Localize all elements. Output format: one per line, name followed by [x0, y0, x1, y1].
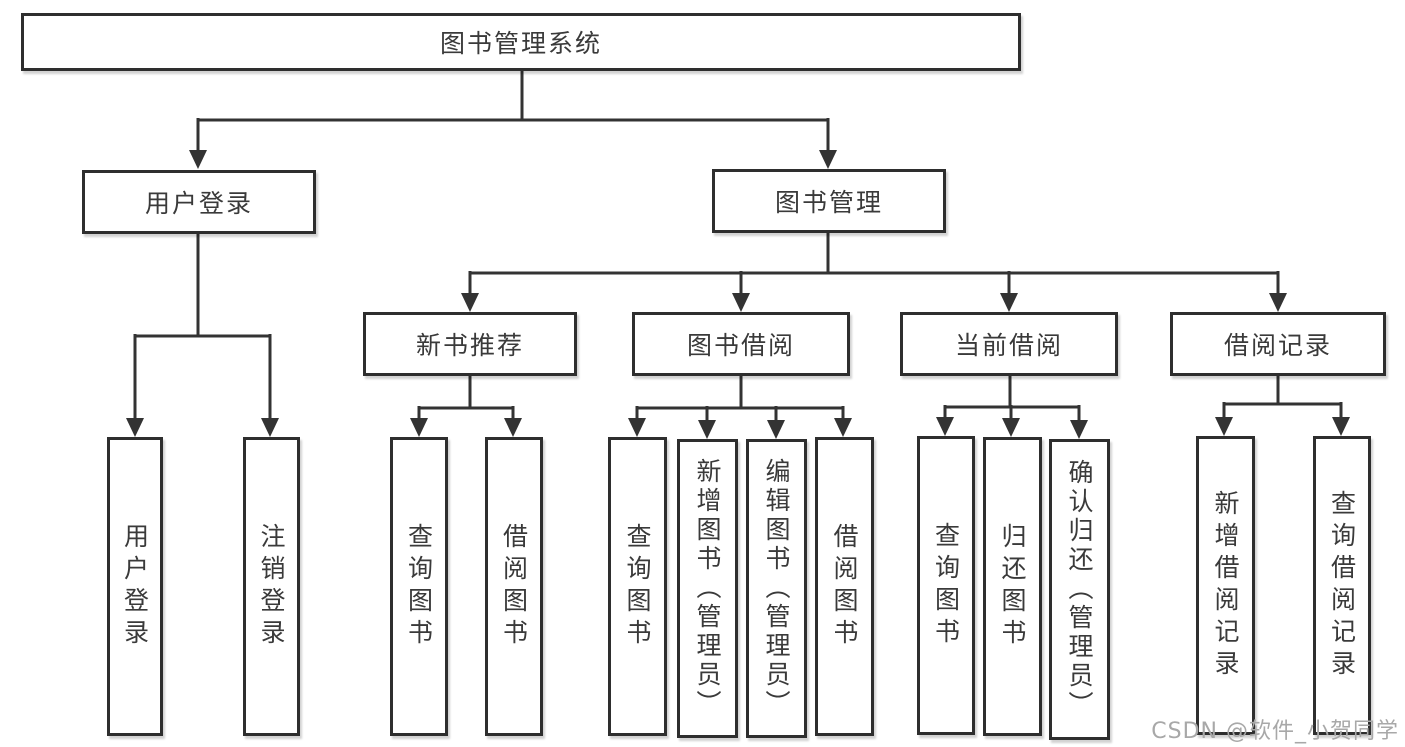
arrowhead — [504, 418, 522, 437]
node-label: 用户登录 — [120, 522, 150, 651]
node-label: 图书借阅 — [686, 331, 795, 360]
leaf-logout: 注销登录 — [243, 437, 300, 736]
node-label: 新增图书（管理员） — [693, 458, 722, 719]
node-label: 借阅记录 — [1223, 331, 1332, 360]
leaf-confirm-return-admin: 确认归还（管理员） — [1049, 439, 1110, 740]
leaf-edit-books-admin: 编辑图书（管理员） — [746, 439, 807, 738]
leaf-query-books-borrow: 查询图书 — [608, 437, 667, 736]
node-label: 图书管理 — [774, 188, 883, 217]
leaf-borrow-books-recommend: 借阅图书 — [485, 437, 543, 736]
leaf-add-borrow-record: 新增借阅记录 — [1196, 436, 1255, 735]
arrowhead — [126, 418, 144, 437]
leaf-return-books: 归还图书 — [983, 437, 1042, 736]
leaf-borrow-books: 借阅图书 — [815, 437, 874, 736]
arrowhead — [189, 150, 207, 169]
arrowhead — [1269, 293, 1287, 312]
node-label: 查询图书 — [404, 522, 434, 651]
node-label: 新书推荐 — [415, 331, 524, 360]
arrowhead — [698, 420, 716, 439]
node-label: 当前借阅 — [954, 331, 1063, 360]
arrowhead — [1070, 420, 1088, 439]
arrowhead — [461, 293, 479, 312]
node-book-management: 图书管理 — [712, 169, 946, 233]
arrowhead — [819, 150, 837, 169]
node-book-borrowing: 图书借阅 — [632, 312, 850, 376]
node-library-management-system: 图书管理系统 — [21, 13, 1021, 71]
leaf-query-books-current: 查询图书 — [917, 436, 975, 735]
node-label: 借阅图书 — [830, 522, 859, 651]
node-label: 查询借阅记录 — [1327, 489, 1357, 682]
arrowhead — [834, 418, 852, 437]
node-label: 查询图书 — [623, 522, 652, 651]
node-label: 查询图书 — [931, 521, 961, 650]
node-user-login: 用户登录 — [82, 170, 316, 234]
arrowhead — [261, 418, 279, 437]
leaf-add-books-admin: 新增图书（管理员） — [677, 439, 738, 738]
leaf-query-borrow-record: 查询借阅记录 — [1313, 436, 1371, 735]
arrowhead — [1000, 293, 1018, 312]
node-label: 注销登录 — [257, 522, 286, 651]
arrowhead — [767, 420, 785, 439]
node-borrowing-records: 借阅记录 — [1170, 312, 1386, 376]
node-label: 归还图书 — [998, 522, 1027, 651]
arrowhead — [936, 417, 954, 436]
arrowhead — [628, 418, 646, 437]
arrowhead — [410, 418, 428, 437]
node-label: 用户登录 — [144, 189, 253, 218]
node-current-borrowing: 当前借阅 — [900, 312, 1118, 376]
node-label: 借阅图书 — [499, 522, 529, 651]
arrowhead — [1002, 418, 1020, 437]
leaf-user-login: 用户登录 — [107, 437, 163, 736]
node-label: 编辑图书（管理员） — [762, 458, 791, 719]
csdn-watermark: CSDN @软件_小贺同学 — [1151, 719, 1399, 744]
node-label: 新增借阅记录 — [1211, 489, 1240, 682]
leaf-query-books-recommend: 查询图书 — [390, 437, 448, 736]
node-label: 图书管理系统 — [439, 29, 602, 58]
arrowhead — [732, 293, 750, 312]
arrowhead — [1332, 417, 1350, 436]
arrowhead — [1215, 417, 1233, 436]
node-new-book-recommend: 新书推荐 — [363, 312, 577, 376]
node-label: 确认归还（管理员） — [1065, 459, 1094, 720]
